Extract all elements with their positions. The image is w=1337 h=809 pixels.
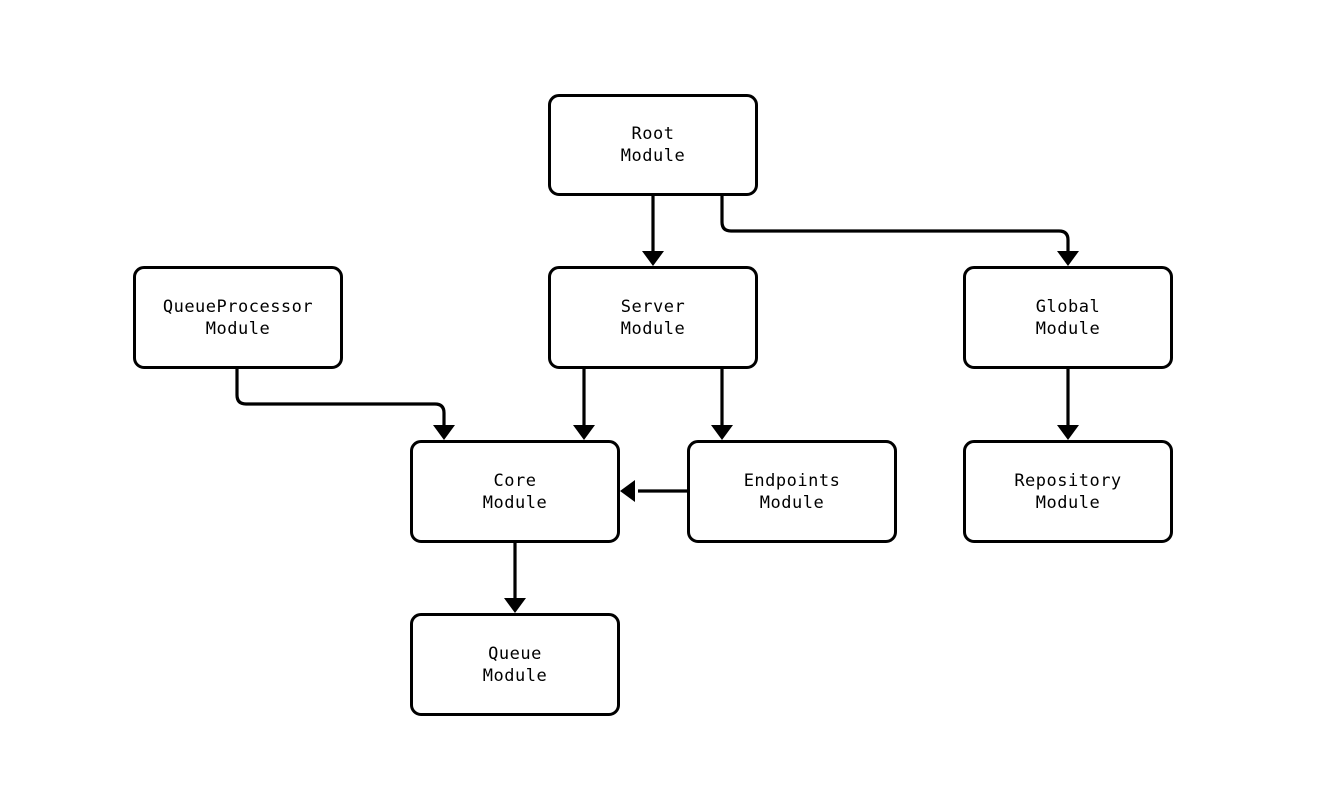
edge-arrowhead — [711, 425, 733, 440]
node-label-secondary: Module — [620, 318, 686, 339]
node-label-secondary: Module — [482, 665, 548, 686]
edge-arrowhead — [620, 480, 635, 502]
edge-arrowhead — [642, 251, 664, 266]
edge-server-to-endpoints — [711, 369, 733, 440]
edge-arrowhead — [573, 425, 595, 440]
edge-queueprocessor-to-core — [235, 369, 455, 440]
node-label-primary: Global — [1035, 296, 1101, 317]
node-label-primary: Queue — [488, 643, 542, 664]
edge-arrowhead — [504, 598, 526, 613]
node-label-secondary: Module — [205, 318, 271, 339]
edge-path — [720, 196, 1070, 252]
edge-core-to-queue — [504, 543, 526, 613]
edge-endpoints-to-core — [620, 480, 687, 502]
node-label-secondary: Module — [620, 146, 686, 166]
edge-global-to-repository — [1057, 369, 1079, 440]
edge-root-to-server — [642, 196, 664, 266]
node-label-primary: QueueProcessor — [162, 296, 314, 317]
node-label-secondary: Module — [482, 492, 548, 513]
node-label-secondary: Module — [1035, 318, 1101, 339]
node-label-primary: Core — [493, 470, 537, 491]
edge-path — [235, 369, 446, 426]
edge-arrowhead — [1057, 251, 1079, 266]
edge-arrowhead — [1057, 425, 1079, 440]
edge-root-to-global — [720, 196, 1079, 266]
node-label-primary: Root — [631, 124, 675, 144]
node-label-primary: Endpoints — [743, 470, 841, 491]
edge-arrowhead — [433, 425, 455, 440]
node-label-primary: Repository — [1014, 470, 1122, 491]
node-label-secondary: Module — [1035, 492, 1101, 513]
node-label-secondary: Module — [759, 492, 825, 513]
node-label-primary: Server — [620, 296, 686, 317]
edge-server-to-core — [573, 369, 595, 440]
